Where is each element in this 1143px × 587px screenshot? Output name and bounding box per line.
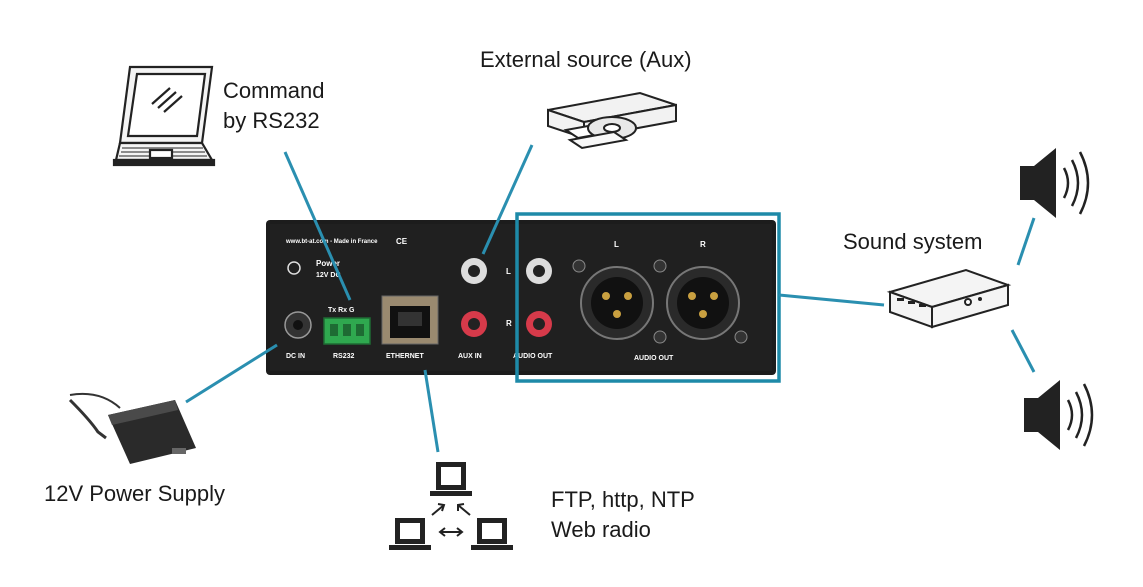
channel-l-rca: L: [506, 267, 511, 276]
aux-in-label: AUX IN: [458, 353, 482, 360]
laptop-icon: [112, 65, 216, 167]
dc-in-label: DC IN: [286, 353, 305, 360]
network-label: FTP, http, NTP Web radio: [551, 485, 695, 545]
amplifier-icon: [886, 268, 1012, 329]
power-label: Power: [316, 259, 340, 268]
sound-system-label: Sound system: [843, 229, 983, 254]
rs232-pins-label: Tx Rx G: [328, 307, 355, 314]
network-computers-icon: [389, 462, 513, 550]
dvd-player-icon: [547, 91, 677, 150]
speaker-icon: [1024, 380, 1094, 450]
connector-lines: [185, 144, 1036, 453]
audio-out-rca-label: AUDIO OUT: [513, 353, 553, 360]
audio-out-xlr-label: AUDIO OUT: [634, 355, 674, 362]
network-label-line2: Web radio: [551, 517, 651, 542]
command-label-line1: Command: [223, 78, 325, 103]
external-source-label: External source (Aux): [480, 47, 692, 72]
ce-mark: CE: [396, 237, 408, 246]
channel-r-rca: R: [506, 319, 512, 328]
brand-line: www.bt-at.com - Made in France: [285, 239, 378, 245]
rs232-label: RS232: [333, 353, 355, 360]
channel-l-xlr: L: [614, 240, 619, 249]
command-label-line2: by RS232: [223, 108, 320, 133]
ethernet-label: ETHERNET: [386, 353, 424, 360]
network-label-line1: FTP, http, NTP: [551, 487, 695, 512]
channel-r-xlr: R: [700, 240, 706, 249]
power-supply-label: 12V Power Supply: [44, 481, 225, 506]
device-rear-panel: www.bt-at.com - Made in France CE Power …: [266, 220, 776, 375]
audio-out-highlight-box: [515, 212, 781, 383]
speaker-icon: [1020, 148, 1090, 218]
command-label: Command by RS232: [223, 76, 324, 136]
power-spec: 12V DC: [316, 272, 341, 279]
power-adapter-icon: [68, 392, 196, 464]
